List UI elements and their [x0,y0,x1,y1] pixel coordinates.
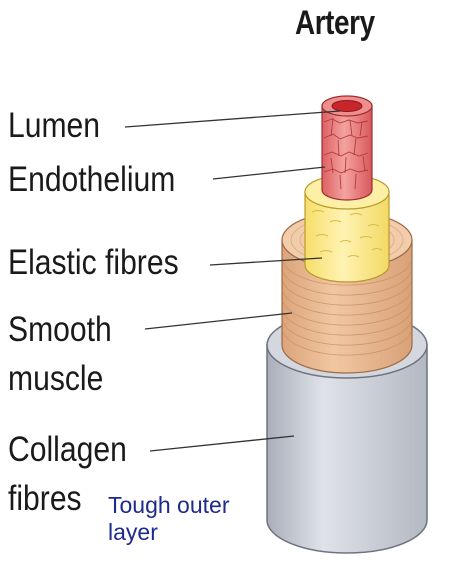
leader-line-smooth-muscle [144,312,293,330]
label-lumen: Lumen [8,106,101,145]
lumen-opening [331,100,363,112]
label-smooth: Smooth [8,310,112,349]
leader-line-endothelium [212,166,326,180]
label-fibres: fibres [8,479,82,518]
label-muscle: muscle [8,359,104,398]
note-line-2: layer [108,519,158,545]
label-elastic-fibres: Elastic fibres [8,243,179,282]
label-endothelium: Endothelium [8,160,176,199]
label-collagen: Collagen [8,430,127,469]
note-line-1: Tough outer [108,492,230,518]
outer-layer-note: Tough outer layer [108,492,278,546]
diagram-title: Artery [295,4,375,42]
leader-line-collagen [149,435,295,452]
leader-line-lumen [124,110,341,128]
endothelium-layer [321,95,373,201]
leader-line-elastic [209,257,323,266]
